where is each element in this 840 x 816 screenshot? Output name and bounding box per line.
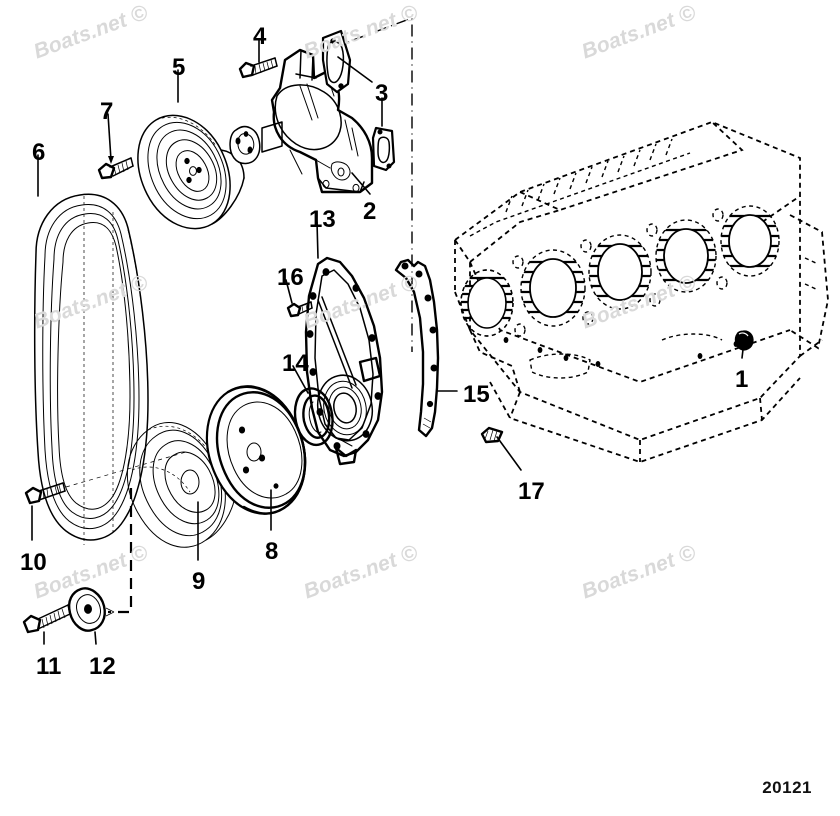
callout-number-1: 1 xyxy=(735,366,749,393)
part-5-pump-pulley xyxy=(137,114,245,230)
engine-cylinder-block-phantom xyxy=(454,121,829,463)
callout-number-4: 4 xyxy=(253,23,267,50)
part-15-timing-cover-gasket xyxy=(394,258,440,438)
callout-number-16: 16 xyxy=(277,264,304,291)
part-4-pump-bolt xyxy=(238,57,278,79)
part-13-timing-chain-cover xyxy=(304,256,384,466)
part-2-water-pump-body xyxy=(229,48,374,194)
diagram-id-number: 20121 xyxy=(762,778,812,797)
callout-number-7: 7 xyxy=(100,98,114,125)
part-12-crankshaft-washer xyxy=(67,488,133,632)
part-10-balancer-bolt xyxy=(24,451,187,505)
callout-number-13: 13 xyxy=(309,206,336,233)
callout-leader-lines xyxy=(31,39,745,645)
callout-number-2: 2 xyxy=(363,198,377,225)
callout-number-8: 8 xyxy=(265,538,279,565)
callout-number-5: 5 xyxy=(172,54,186,81)
callout-number-10: 10 xyxy=(20,549,47,576)
callout-number-11: 11 xyxy=(36,653,62,680)
callout-number-6: 6 xyxy=(32,139,46,166)
callout-number-17: 17 xyxy=(518,478,545,505)
assembly-reference-lines xyxy=(331,16,413,352)
part-8-crankshaft-pulley xyxy=(205,385,307,515)
part-3-pump-gaskets xyxy=(321,29,396,172)
part-9-harmonic-balancer xyxy=(126,422,237,548)
callout-number-12: 12 xyxy=(89,653,116,680)
callout-number-14: 14 xyxy=(282,350,309,377)
part-17-dowel-pin xyxy=(480,426,504,444)
part-11-crankshaft-bolt xyxy=(22,604,71,634)
callout-number-3: 3 xyxy=(375,80,389,107)
part-14-crankshaft-seal xyxy=(293,387,334,447)
part-7-pulley-bolt xyxy=(97,157,134,180)
callout-number-15: 15 xyxy=(463,381,490,408)
callout-number-9: 9 xyxy=(192,568,206,595)
